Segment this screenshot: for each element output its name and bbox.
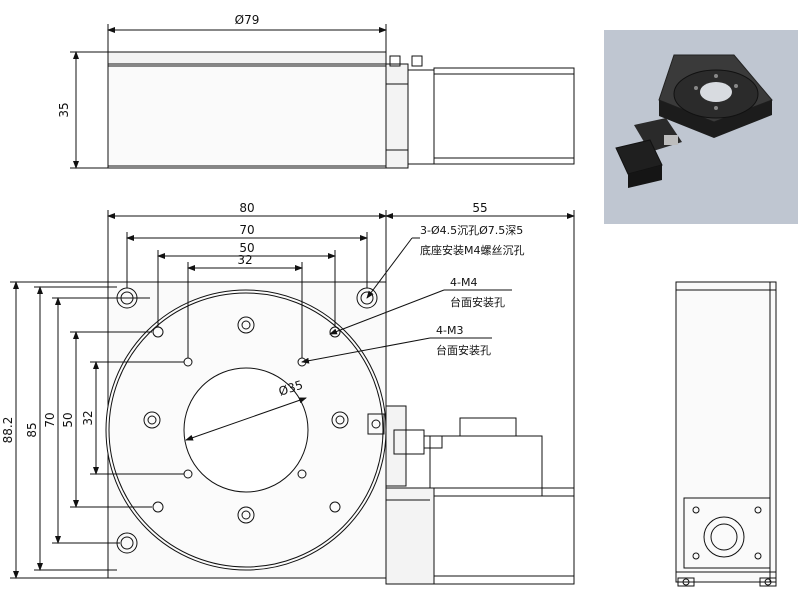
note-m4-line1: 4-M4 <box>450 276 477 289</box>
dim-88-2-label: 88.2 <box>1 417 15 444</box>
top-width-dim-label: Ø79 <box>235 13 260 27</box>
top-view <box>70 24 575 169</box>
note-base-holes-line1: 3-Ø4.5沉孔Ø7.5深5 <box>420 224 523 237</box>
product-render-image <box>604 30 798 224</box>
note-m4-line2: 台面安装孔 <box>450 295 505 309</box>
note-m3-line1: 4-M3 <box>436 324 463 337</box>
dim-80-label: 80 <box>239 201 254 215</box>
dim-50v-label: 50 <box>61 412 75 427</box>
top-height-dim-label: 35 <box>57 102 71 117</box>
note-m3-line2: 台面安装孔 <box>436 343 491 357</box>
dim-32v-label: 32 <box>81 410 95 425</box>
dim-32-label: 32 <box>237 253 252 267</box>
dim-55-label: 55 <box>472 201 487 215</box>
side-view <box>675 281 777 587</box>
dim-85-label: 85 <box>25 422 39 437</box>
note-base-holes-line2: 底座安装M4螺丝沉孔 <box>420 243 525 257</box>
dim-70-label: 70 <box>239 223 254 237</box>
dim-50-label: 50 <box>239 241 254 255</box>
dim-70v-label: 70 <box>43 412 57 427</box>
front-view <box>10 210 575 585</box>
